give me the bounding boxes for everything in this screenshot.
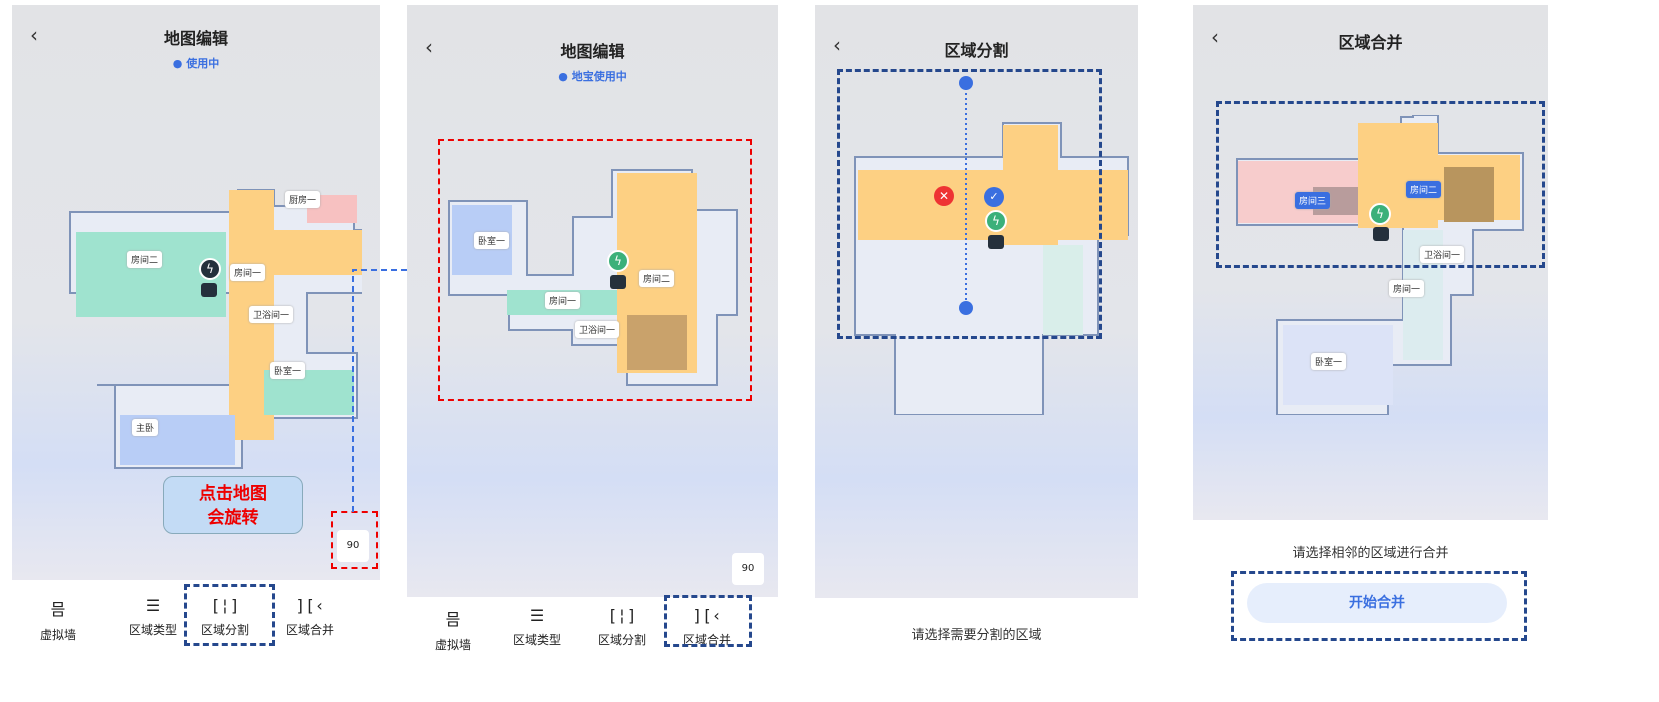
panel-area-merge: ‹ 区域合并 房间三 房间二 卫浴间一 房间一 卧室一 ϟ bbox=[1193, 5, 1548, 520]
panel-map-edit-1: ‹ 地图编辑 ● 使用中 厨房一 房间二 房间一 卫浴间一 卧室一 主卧 ϟ 9… bbox=[12, 5, 380, 580]
page-title: 区域分割 bbox=[944, 41, 1009, 60]
merge-highlight bbox=[664, 595, 752, 647]
list-icon: ☰ bbox=[529, 606, 545, 625]
callout-bubble: 点击地图会旋转 bbox=[163, 476, 303, 534]
tool-area-split[interactable]: [¦]区域分割 bbox=[582, 606, 662, 648]
room-label[interactable]: 厨房一 bbox=[285, 191, 321, 208]
room-label-selected[interactable]: 房间二 bbox=[1406, 181, 1442, 198]
merge-icon: ][‹ bbox=[692, 606, 722, 625]
merge-icon: ][‹ bbox=[295, 596, 325, 615]
room-label[interactable]: 卫浴间一 bbox=[249, 306, 294, 323]
split-line[interactable] bbox=[955, 75, 975, 315]
room-label[interactable]: 主卧 bbox=[132, 419, 159, 436]
confirm-icon[interactable]: ✓ bbox=[984, 187, 1004, 207]
merge-area-highlight bbox=[1216, 101, 1545, 268]
robot-icon: ϟ bbox=[985, 210, 1007, 232]
floor-map[interactable] bbox=[1233, 115, 1533, 415]
back-button[interactable]: ‹ bbox=[1211, 25, 1219, 49]
split-area-highlight bbox=[837, 69, 1102, 339]
split-handle bbox=[959, 301, 973, 315]
room-label[interactable]: 房间一 bbox=[230, 264, 266, 281]
virtual-wall-icon: 믐 bbox=[50, 600, 66, 619]
dock-icon bbox=[988, 235, 1004, 249]
tool-area-type[interactable]: ☰区域类型 bbox=[497, 606, 577, 648]
back-button[interactable]: ‹ bbox=[425, 35, 433, 59]
floor-map[interactable] bbox=[52, 170, 362, 470]
tool-area-type[interactable]: ☰区域类型 bbox=[113, 596, 193, 638]
floor-map[interactable] bbox=[853, 115, 1133, 415]
status-text: ● 地宝使用中 bbox=[558, 70, 627, 83]
room-label[interactable]: 卧室一 bbox=[1311, 353, 1347, 370]
split-icon: [¦] bbox=[607, 606, 637, 625]
robot-icon: ϟ bbox=[199, 258, 221, 280]
merge-button-highlight bbox=[1231, 571, 1527, 641]
room-label[interactable]: 卧室一 bbox=[270, 362, 306, 379]
cancel-icon[interactable]: ✕ bbox=[934, 186, 954, 206]
tool-area-split[interactable]: [¦]区域分割 bbox=[185, 596, 265, 638]
room-label[interactable]: 卫浴间一 bbox=[575, 321, 620, 338]
list-icon: ☰ bbox=[145, 596, 161, 615]
split-icon: [¦] bbox=[210, 596, 240, 615]
merge-prompt: 请选择相邻的区域进行合并 bbox=[1292, 546, 1449, 561]
room-label-selected[interactable]: 房间三 bbox=[1295, 192, 1331, 209]
panel-area-split: ‹ 区域分割 ✕ ✓ ϟ bbox=[815, 5, 1138, 598]
room-label[interactable]: 房间一 bbox=[545, 292, 581, 309]
tool-area-merge[interactable]: ][‹区域合并 bbox=[270, 596, 350, 638]
rotate-90-button[interactable]: 90 bbox=[732, 553, 764, 585]
page-title: 地图编辑 bbox=[163, 29, 228, 48]
status-text: ● 使用中 bbox=[172, 57, 220, 70]
split-handle bbox=[959, 76, 973, 90]
robot-icon: ϟ bbox=[1369, 203, 1391, 225]
split-prompt: 请选择需要分割的区域 bbox=[911, 628, 1042, 643]
page-title: 区域合并 bbox=[1338, 33, 1403, 52]
room-label[interactable]: 房间二 bbox=[639, 270, 675, 287]
start-merge-button[interactable]: 开始合并 bbox=[1247, 583, 1507, 623]
dock-icon bbox=[201, 283, 217, 297]
dock-icon bbox=[1373, 227, 1389, 241]
rotate-highlight bbox=[331, 511, 378, 569]
room-label[interactable]: 卧室一 bbox=[474, 232, 510, 249]
panel-map-edit-2: ‹ 地图编辑 ● 地宝使用中 卧室一 房间二 房间一 卫浴间一 ϟ 90 bbox=[407, 5, 778, 597]
page-title: 地图编辑 bbox=[560, 42, 625, 61]
rotate-90-button[interactable]: 90 bbox=[337, 530, 369, 562]
room-label[interactable]: 房间一 bbox=[1389, 280, 1425, 297]
virtual-wall-icon: 믐 bbox=[445, 610, 461, 629]
room-label[interactable]: 房间二 bbox=[127, 251, 163, 268]
back-button[interactable]: ‹ bbox=[833, 33, 841, 57]
back-button[interactable]: ‹ bbox=[30, 23, 38, 47]
dock-icon bbox=[610, 275, 626, 289]
tool-area-merge[interactable]: ][‹区域合并 bbox=[667, 606, 747, 648]
split-highlight bbox=[184, 584, 275, 646]
map-highlight bbox=[438, 139, 752, 401]
room-label[interactable]: 卫浴间一 bbox=[1420, 246, 1465, 263]
robot-icon: ϟ bbox=[607, 250, 629, 272]
